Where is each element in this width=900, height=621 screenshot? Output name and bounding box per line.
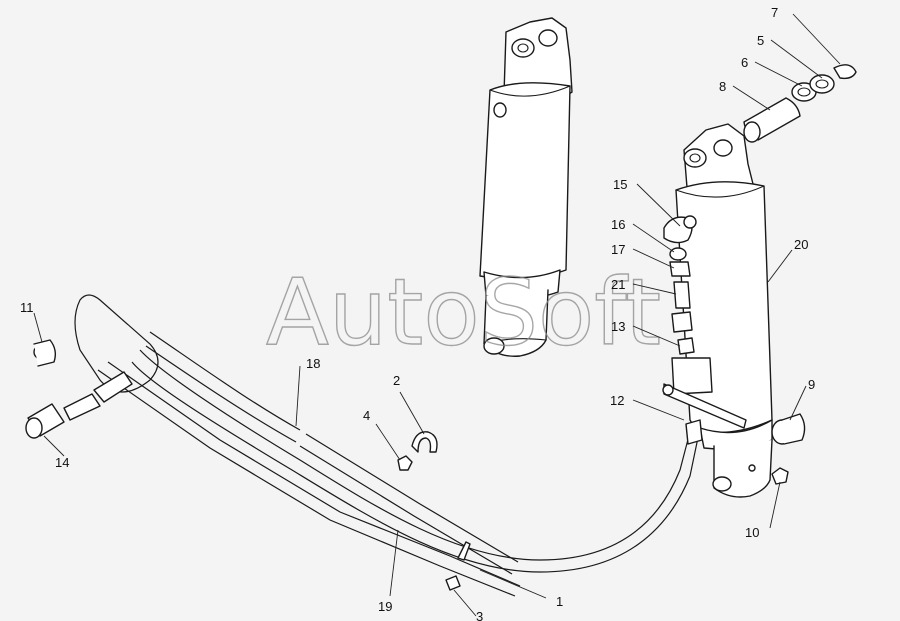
callout-6: 6: [741, 55, 748, 70]
callout-4: 4: [363, 408, 370, 423]
callout-13: 13: [611, 319, 625, 334]
left-hydraulic-cylinder: [479, 17, 573, 357]
callout-8: 8: [719, 79, 726, 94]
leader-lines: [33, 13, 841, 617]
hose-assembly: [74, 294, 703, 597]
callout-14: 14: [55, 455, 69, 470]
callout-20: 20: [794, 237, 808, 252]
callout-7: 7: [771, 5, 778, 20]
cover-and-nut: [771, 413, 806, 485]
callout-16: 16: [611, 217, 625, 232]
lever: [662, 383, 747, 429]
callout-19: 19: [378, 599, 392, 614]
callout-9: 9: [808, 377, 815, 392]
callout-labels: 7 5 6 8 15 16 17 21 13 12 20 9 10 11 14 …: [20, 5, 815, 621]
callout-3: 3: [476, 609, 483, 621]
callout-5: 5: [757, 33, 764, 48]
watermark-text: AutoSoft: [266, 259, 661, 366]
fitting-stack: [663, 215, 713, 395]
callout-15: 15: [613, 177, 627, 192]
end-fittings: [25, 339, 133, 439]
callout-11: 11: [20, 300, 34, 315]
callout-17: 17: [611, 242, 625, 257]
clamp-hardware: [397, 431, 471, 591]
callout-2: 2: [393, 373, 400, 388]
pin-and-washers: [743, 64, 857, 143]
callout-21: 21: [611, 277, 625, 292]
callout-10: 10: [745, 525, 759, 540]
callout-12: 12: [610, 393, 624, 408]
callout-1: 1: [556, 594, 563, 609]
callout-18: 18: [306, 356, 320, 371]
